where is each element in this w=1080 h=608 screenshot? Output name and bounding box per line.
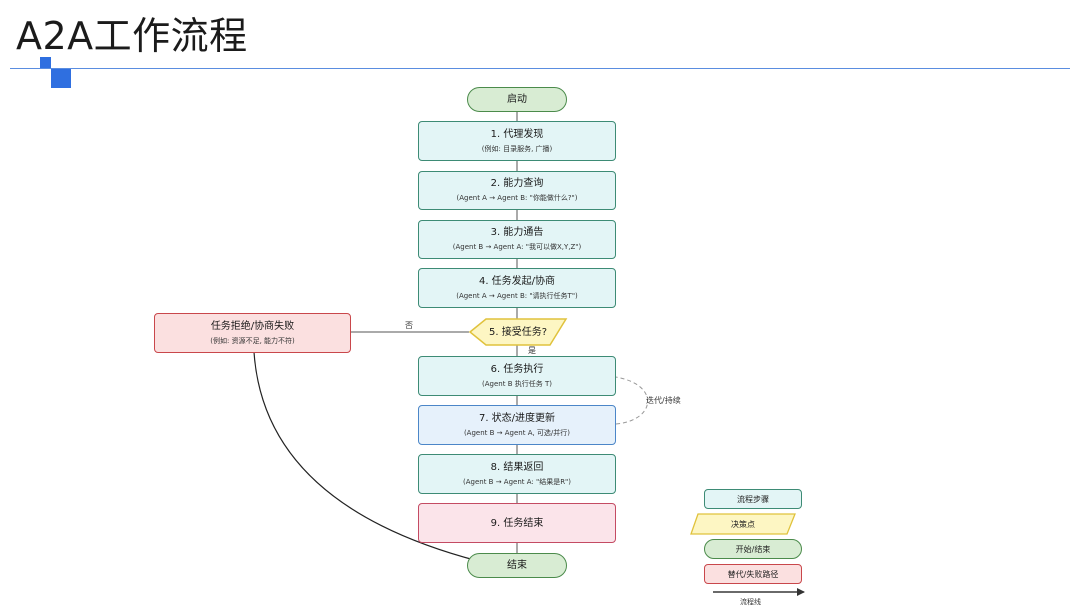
legend-startend-label: 开始/结束 bbox=[735, 544, 771, 554]
node-step-8-label: 8. 结果返回 bbox=[490, 461, 544, 473]
accent-square-large bbox=[51, 69, 71, 88]
legend-decision-label: 决策点 bbox=[731, 519, 755, 529]
legend-decision-shape bbox=[690, 513, 796, 535]
node-failure-sub: (例如: 资源不足, 能力不符) bbox=[210, 336, 295, 345]
edge-label-no: 否 bbox=[405, 321, 413, 330]
node-step-3: 3. 能力通告 (Agent B → Agent A: "我可以做X,Y,Z") bbox=[418, 220, 616, 259]
node-step-1: 1. 代理发现 (例如: 目录服务, 广播) bbox=[418, 121, 616, 161]
node-step-3-sub: (Agent B → Agent A: "我可以做X,Y,Z") bbox=[452, 243, 582, 251]
node-step-1-sub: (例如: 目录服务, 广播) bbox=[481, 144, 553, 153]
page-title: A2A工作流程 bbox=[16, 14, 248, 58]
node-failure-label: 任务拒绝/协商失败 bbox=[210, 320, 295, 332]
node-step-1-label: 1. 代理发现 bbox=[490, 128, 544, 140]
node-step-4: 4. 任务发起/协商 (Agent A → Agent B: "请执行任务T") bbox=[418, 268, 616, 308]
edge-fail-end bbox=[253, 351, 479, 564]
node-step-2-label: 2. 能力查询 bbox=[490, 178, 544, 189]
node-step-9: 9. 任务结束 bbox=[418, 503, 616, 543]
node-step-2: 2. 能力查询 (Agent A → Agent B: "你能做什么?") bbox=[418, 171, 616, 210]
node-step-7-label: 7. 状态/进度更新 bbox=[478, 412, 556, 424]
legend-flow-label: 流程线 bbox=[740, 598, 761, 606]
legend-alt: 替代/失败路径 bbox=[704, 564, 802, 584]
node-step-8-sub: (Agent B → Agent A: "结果是R") bbox=[462, 477, 572, 486]
title-divider bbox=[10, 68, 1070, 69]
legend-alt-label: 替代/失败路径 bbox=[727, 569, 779, 579]
node-failure: 任务拒绝/协商失败 (例如: 资源不足, 能力不符) bbox=[154, 313, 351, 353]
legend-decision: 决策点 bbox=[690, 513, 796, 535]
node-decision: 5. 接受任务? bbox=[468, 318, 568, 346]
node-start-label: 启动 bbox=[507, 94, 527, 105]
node-decision-shape bbox=[468, 318, 568, 346]
node-step-2-sub: (Agent A → Agent B: "你能做什么?") bbox=[456, 194, 578, 202]
node-step-3-label: 3. 能力通告 bbox=[490, 227, 544, 238]
legend-step: 流程步骤 bbox=[704, 489, 802, 509]
node-step-6-label: 6. 任务执行 bbox=[490, 363, 544, 375]
edge-label-loop: 迭代/持续 bbox=[646, 396, 681, 405]
node-step-4-label: 4. 任务发起/协商 bbox=[478, 275, 556, 287]
edge-loop-s7-s6 bbox=[603, 371, 648, 425]
node-step-7-sub: (Agent B → Agent A, 可选/并行) bbox=[463, 428, 571, 437]
node-step-4-sub: (Agent A → Agent B: "请执行任务T") bbox=[456, 291, 578, 300]
node-step-6-sub: (Agent B 执行任务 T) bbox=[482, 379, 552, 388]
accent-square-small bbox=[40, 57, 51, 68]
node-end-label: 结束 bbox=[507, 560, 527, 571]
node-end: 结束 bbox=[467, 553, 567, 578]
node-step-9-label: 9. 任务结束 bbox=[490, 517, 544, 529]
node-step-8: 8. 结果返回 (Agent B → Agent A: "结果是R") bbox=[418, 454, 616, 494]
node-decision-label: 5. 接受任务? bbox=[488, 326, 548, 338]
legend-startend: 开始/结束 bbox=[704, 539, 802, 559]
legend-step-label: 流程步骤 bbox=[737, 494, 769, 504]
node-step-7: 7. 状态/进度更新 (Agent B → Agent A, 可选/并行) bbox=[418, 405, 616, 445]
edge-label-yes: 是 bbox=[528, 346, 536, 355]
node-start: 启动 bbox=[467, 87, 567, 112]
node-step-6: 6. 任务执行 (Agent B 执行任务 T) bbox=[418, 356, 616, 396]
